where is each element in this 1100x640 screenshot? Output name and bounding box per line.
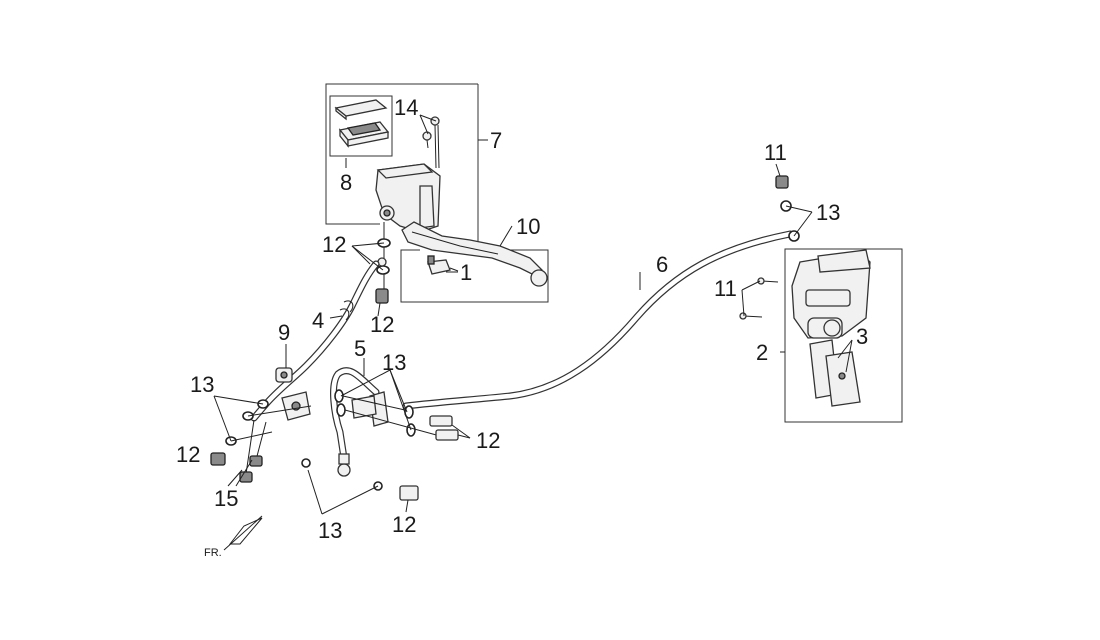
callout-12-bottom: 12 [392,512,416,537]
callout-5: 5 [354,336,366,361]
callout-labels: 14 7 8 10 1 12 12 4 9 5 13 13 12 15 12 1… [176,95,868,543]
callout-1: 1 [460,260,472,285]
cap-screws-part [422,116,440,169]
callout-12-master: 12 [370,312,394,337]
hose-4-part [250,260,380,422]
brake-switch-part [427,255,459,275]
callout-7: 7 [490,128,502,153]
callout-6: 6 [656,252,668,277]
callout-12-left: 12 [176,442,200,467]
callout-13-master: 12 [322,232,346,257]
callout-2: 2 [756,340,768,365]
caliper-pins-part [739,277,779,320]
master-cylinder-group-box [325,83,549,303]
callout-4: 4 [312,308,324,333]
master-cylinder-part [375,163,441,233]
callout-10: 10 [516,214,540,239]
brake-lever-part [401,221,548,287]
callout-12-center: 12 [476,428,500,453]
callout-3: 3 [856,324,868,349]
callout-13-left: 13 [190,372,214,397]
callout-15: 15 [214,486,238,511]
direction-label: FR. [204,547,222,559]
callout-9: 9 [278,320,290,345]
reservoir-cap-box [329,95,393,157]
hose-5-part [330,367,380,477]
leader-lines [213,114,853,515]
caliper-group-box [784,248,903,423]
brake-caliper-part [775,175,871,407]
callout-13-bottom: 13 [318,518,342,543]
callout-13-right: 13 [816,200,840,225]
callout-14: 14 [394,95,418,120]
callout-13-center: 13 [382,350,406,375]
reservoir-cap-part [334,99,390,148]
callout-11: 11 [714,276,737,301]
callout-8: 8 [340,170,352,195]
callout-12-right: 11 [764,140,787,165]
front-direction-indicator: FR. [204,515,263,559]
hose-6-part [402,230,794,410]
